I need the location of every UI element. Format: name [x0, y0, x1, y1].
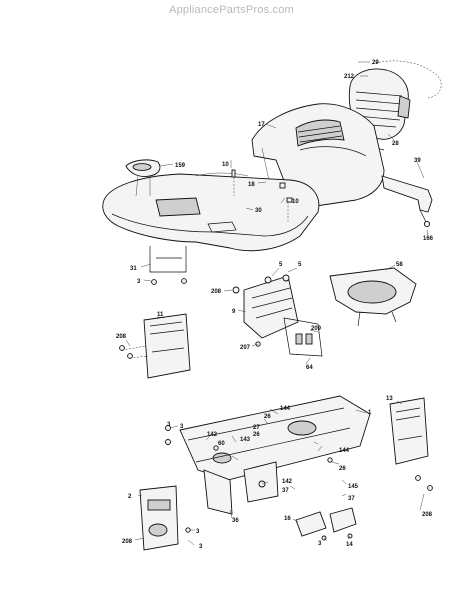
callout-1: 1: [368, 410, 372, 416]
callout-39: 39: [414, 158, 421, 164]
callout-142b: 142: [282, 479, 293, 485]
watermark: AppliancePartsPros.com: [169, 4, 294, 16]
right-side-panel: [389, 397, 433, 491]
callout-145: 145: [348, 484, 359, 490]
callout-26a: 26: [264, 414, 271, 420]
callout-26b: 26: [253, 432, 260, 438]
callout-207: 207: [240, 345, 251, 351]
callout-29: 29: [372, 60, 379, 66]
callout-166: 166: [423, 236, 434, 242]
callout-58: 58: [396, 262, 403, 268]
callout-60: 60: [218, 441, 225, 447]
support-legs: [149, 246, 187, 285]
battery-tray: [329, 267, 417, 327]
lower-brackets: [295, 507, 357, 541]
callout-208b: 208: [116, 334, 127, 340]
callout-144b: 144: [339, 448, 350, 454]
callout-labels: 29 212 28 17 159 10 18 30 10 39 166 31 3…: [116, 60, 434, 550]
callout-10b: 10: [292, 199, 299, 205]
leader-lines: [125, 61, 429, 546]
callout-3d: 3: [199, 544, 203, 550]
callout-2: 2: [128, 494, 132, 500]
callout-9: 9: [232, 309, 236, 315]
callout-212: 212: [344, 74, 355, 80]
callout-18: 18: [248, 182, 255, 188]
dash-panel: [102, 159, 320, 252]
callout-30: 30: [255, 208, 262, 214]
front-panel: [139, 485, 191, 551]
callout-26c: 26: [339, 466, 346, 472]
callout-209: 209: [311, 326, 322, 332]
callout-5b: 5: [298, 262, 302, 268]
callout-3b: 3: [180, 424, 184, 430]
callout-11: 11: [157, 312, 164, 318]
callout-36: 36: [232, 518, 239, 524]
callout-144a: 144: [280, 406, 291, 412]
callout-16: 16: [284, 516, 291, 522]
callout-208d: 208: [422, 512, 433, 518]
callout-28: 28: [392, 141, 399, 147]
callout-14: 14: [346, 542, 353, 548]
callout-3e: 3: [318, 541, 322, 547]
callout-3c: 3: [196, 529, 200, 535]
callout-10a: 10: [222, 162, 229, 168]
hood-bracket: [381, 175, 433, 228]
callout-143: 143: [240, 437, 251, 443]
callout-208a: 208: [211, 289, 222, 295]
main-frame: [165, 395, 371, 515]
callout-17: 17: [258, 122, 265, 128]
callout-208c: 208: [122, 539, 133, 545]
callout-13: 13: [386, 396, 393, 402]
callout-27: 27: [253, 425, 260, 431]
dash-bracket: [232, 274, 323, 357]
callout-3f: 3: [167, 422, 171, 428]
callout-5a: 5: [279, 262, 283, 268]
callout-159: 159: [175, 163, 186, 169]
callout-64: 64: [306, 365, 313, 371]
callout-142a: 142: [207, 432, 218, 438]
callout-31: 31: [130, 266, 137, 272]
left-side-panel: [119, 313, 191, 379]
callout-37b: 37: [348, 496, 355, 502]
callout-37a: 37: [282, 488, 289, 494]
callout-3a: 3: [137, 279, 141, 285]
